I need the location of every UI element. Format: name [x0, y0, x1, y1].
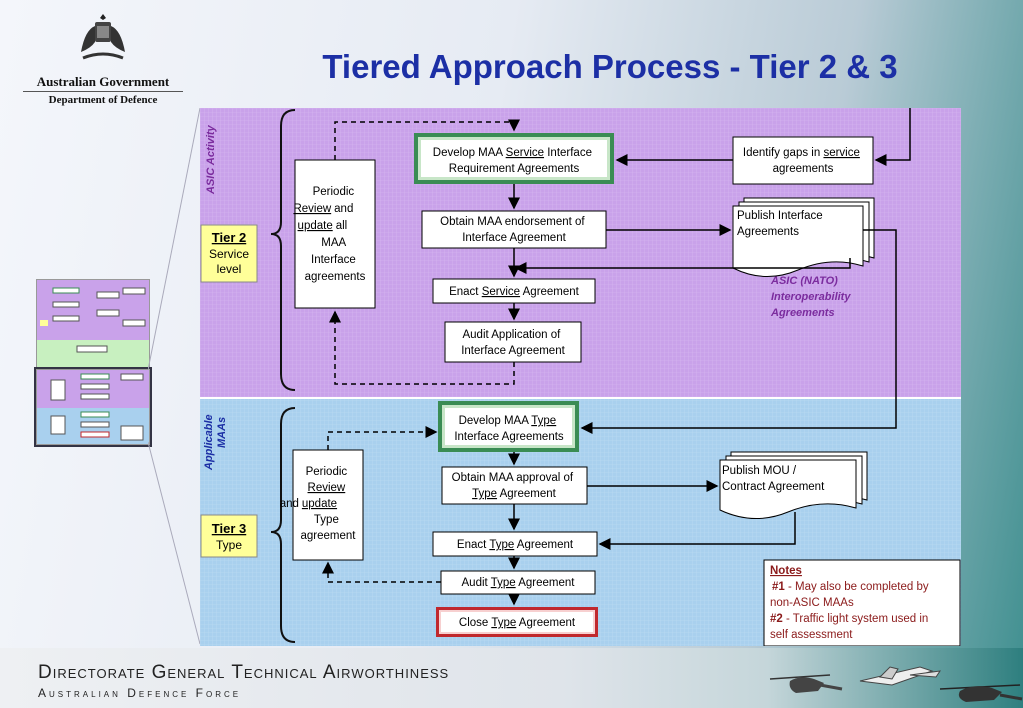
svg-text:Develop MAA Service Interface: Develop MAA Service Interface Requiremen…	[433, 147, 595, 175]
identify-gaps-box: Identify gaps in service agreements	[732, 136, 874, 185]
helicopter-icon	[939, 684, 1023, 702]
tier2-sub2: level	[217, 262, 242, 276]
tier3-label: Tier 3 Type	[200, 514, 258, 558]
tier2-label: Tier 2 Service level	[200, 224, 258, 283]
enact-type-agreement-box: Enact Type Agreement	[432, 531, 598, 557]
audit-application-box: Audit Application of Interface Agreement	[444, 321, 582, 363]
logo-area: Australian Government Department of Defe…	[15, 8, 185, 108]
department-name: Department of Defence	[48, 94, 158, 106]
tier2-sub1: Service	[209, 247, 249, 261]
svg-text:Develop MAA Type Interfa: Develop MAA Type Interface Agreements	[454, 415, 564, 443]
tier3-title: Tier 3	[212, 521, 246, 536]
obtain-endorsement-box: Obtain MAA endorsement of Interface Agre…	[421, 210, 607, 249]
government-name: Australian Government	[36, 74, 170, 89]
page-title: Tiered Approach Process - Tier 2 & 3	[322, 48, 898, 85]
close-type-agreement-box: Close Type Agreement	[436, 607, 598, 637]
footer-band	[0, 648, 1023, 708]
audit-type-agreement-box: Audit Type Agreement	[440, 570, 596, 595]
process-diagram: ASIC Activity Applicable MAAs Tier 2 Ser…	[200, 108, 961, 646]
tier2-title: Tier 2	[212, 230, 246, 245]
svg-text:Publish MOU / Contract A: Publish MOU / Contract Agreement	[722, 465, 825, 493]
slide-thumbnail-1[interactable]	[36, 279, 150, 369]
asic-nato-note: ASIC (NATO) Interoperability Agreements	[770, 275, 854, 319]
tier3-brace	[270, 407, 296, 643]
connectors	[322, 108, 911, 606]
svg-text:Identify gaps in service: Identify gaps in service agreements	[743, 147, 863, 175]
tier3-band-label-2: MAAs	[216, 417, 228, 448]
divider	[23, 91, 183, 92]
develop-service-agreement-box: Develop MAA Service Interface Requiremen…	[414, 133, 614, 184]
tier3-band-label-1: Applicable	[203, 414, 215, 471]
slide-thumbnail-2[interactable]	[34, 367, 152, 447]
tier2-brace	[270, 109, 296, 391]
thumbnail-preview	[37, 280, 149, 368]
jet-icon	[859, 666, 942, 686]
svg-text:Obtain MAA approval of T: Obtain MAA approval of Type Agreement	[452, 472, 577, 500]
obtain-type-approval-box: Obtain MAA approval of Type Agreement	[441, 466, 588, 505]
helicopter-icon	[769, 674, 843, 693]
svg-text:Publish Interface Agreem: Publish Interface Agreements	[737, 210, 826, 238]
tier3-sub: Type	[216, 538, 242, 552]
publish-interface-agreements-doc: Publish Interface Agreements	[732, 197, 875, 278]
footer-adf: Australian Defence Force	[38, 686, 242, 700]
thumbnail-preview	[37, 370, 149, 444]
zoom-guide-lines	[148, 108, 201, 645]
footer-directorate: Directorate General Technical Airworthin…	[38, 662, 450, 683]
aircraft-icons	[769, 666, 1023, 702]
enact-service-agreement-box: Enact Service Agreement	[432, 278, 596, 304]
svg-text:Audit Type Agreement: Audit Type Agreement	[462, 577, 576, 589]
develop-type-agreement-box: Develop MAA Type Interface Agreements	[438, 401, 579, 452]
notes-box: Notes #1 - May also be completed by non-…	[763, 559, 961, 646]
svg-text:Close Type Agreement: Close Type Agreement	[459, 617, 576, 629]
publish-mou-doc: Publish MOU / Contract Agreement	[719, 451, 868, 520]
svg-text:Obtain MAA endorsement of: Obtain MAA endorsement of Interface Agre…	[440, 216, 588, 244]
svg-text:Enact Type Agreement: Enact Type Agreement	[457, 539, 574, 551]
svg-text:#1 - May also be completed by: #1 - May also be completed by non-ASIC M…	[770, 581, 932, 641]
tier2-band-label: ASIC Activity	[205, 124, 217, 195]
svg-text:Enact Service Agreement: Enact Service Agreement	[449, 286, 580, 298]
coat-of-arms-icon	[81, 14, 125, 60]
svg-text:Audit Application of Int: Audit Application of Interface Agreement	[461, 329, 565, 357]
notes-heading: Notes	[770, 565, 802, 577]
